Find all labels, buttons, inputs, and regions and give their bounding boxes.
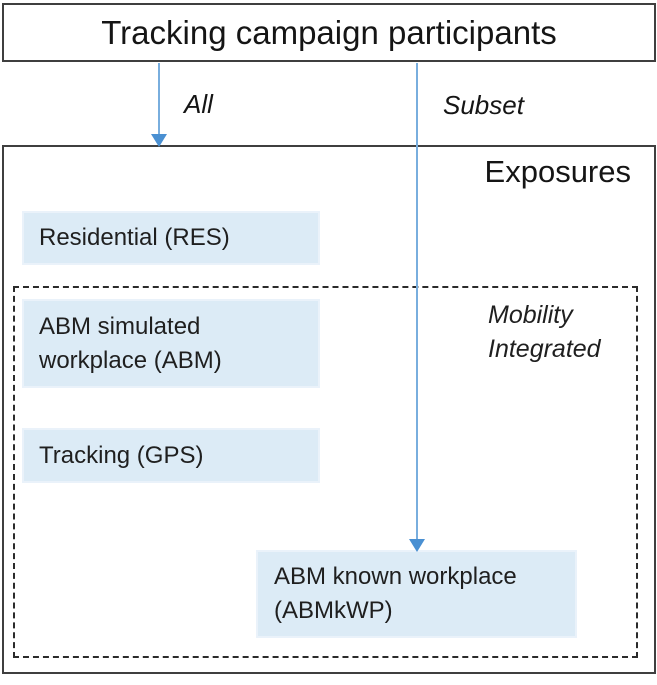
abm-simulated-workplace-label: ABM simulated workplace (ABM)	[39, 312, 222, 374]
participants-box-label: Tracking campaign participants	[101, 13, 557, 51]
subset-arrowhead-icon	[409, 539, 425, 552]
abm-simulated-workplace-item: ABM simulated workplace (ABM)	[22, 299, 320, 388]
all-arrow-line	[158, 63, 160, 135]
abm-known-workplace-item: ABM known workplace (ABMkWP)	[256, 550, 577, 638]
subset-arrow-line	[416, 63, 418, 540]
residential-item: Residential (RES)	[22, 211, 320, 265]
tracking-gps-item: Tracking (GPS)	[22, 428, 320, 483]
exposures-title: Exposures	[484, 154, 631, 189]
mobility-integrated-group	[13, 286, 638, 658]
tracking-gps-label: Tracking (GPS)	[39, 441, 204, 469]
abm-known-workplace-label: ABM known workplace (ABMkWP)	[274, 563, 517, 624]
mobility-integrated-label: Mobility Integrated	[488, 301, 601, 363]
subset-flow-label: Subset	[443, 90, 524, 120]
participants-box: Tracking campaign participants	[2, 3, 656, 62]
all-arrowhead-icon	[151, 134, 167, 147]
all-flow-label: All	[184, 89, 213, 119]
residential-item-label: Residential (RES)	[39, 224, 230, 251]
